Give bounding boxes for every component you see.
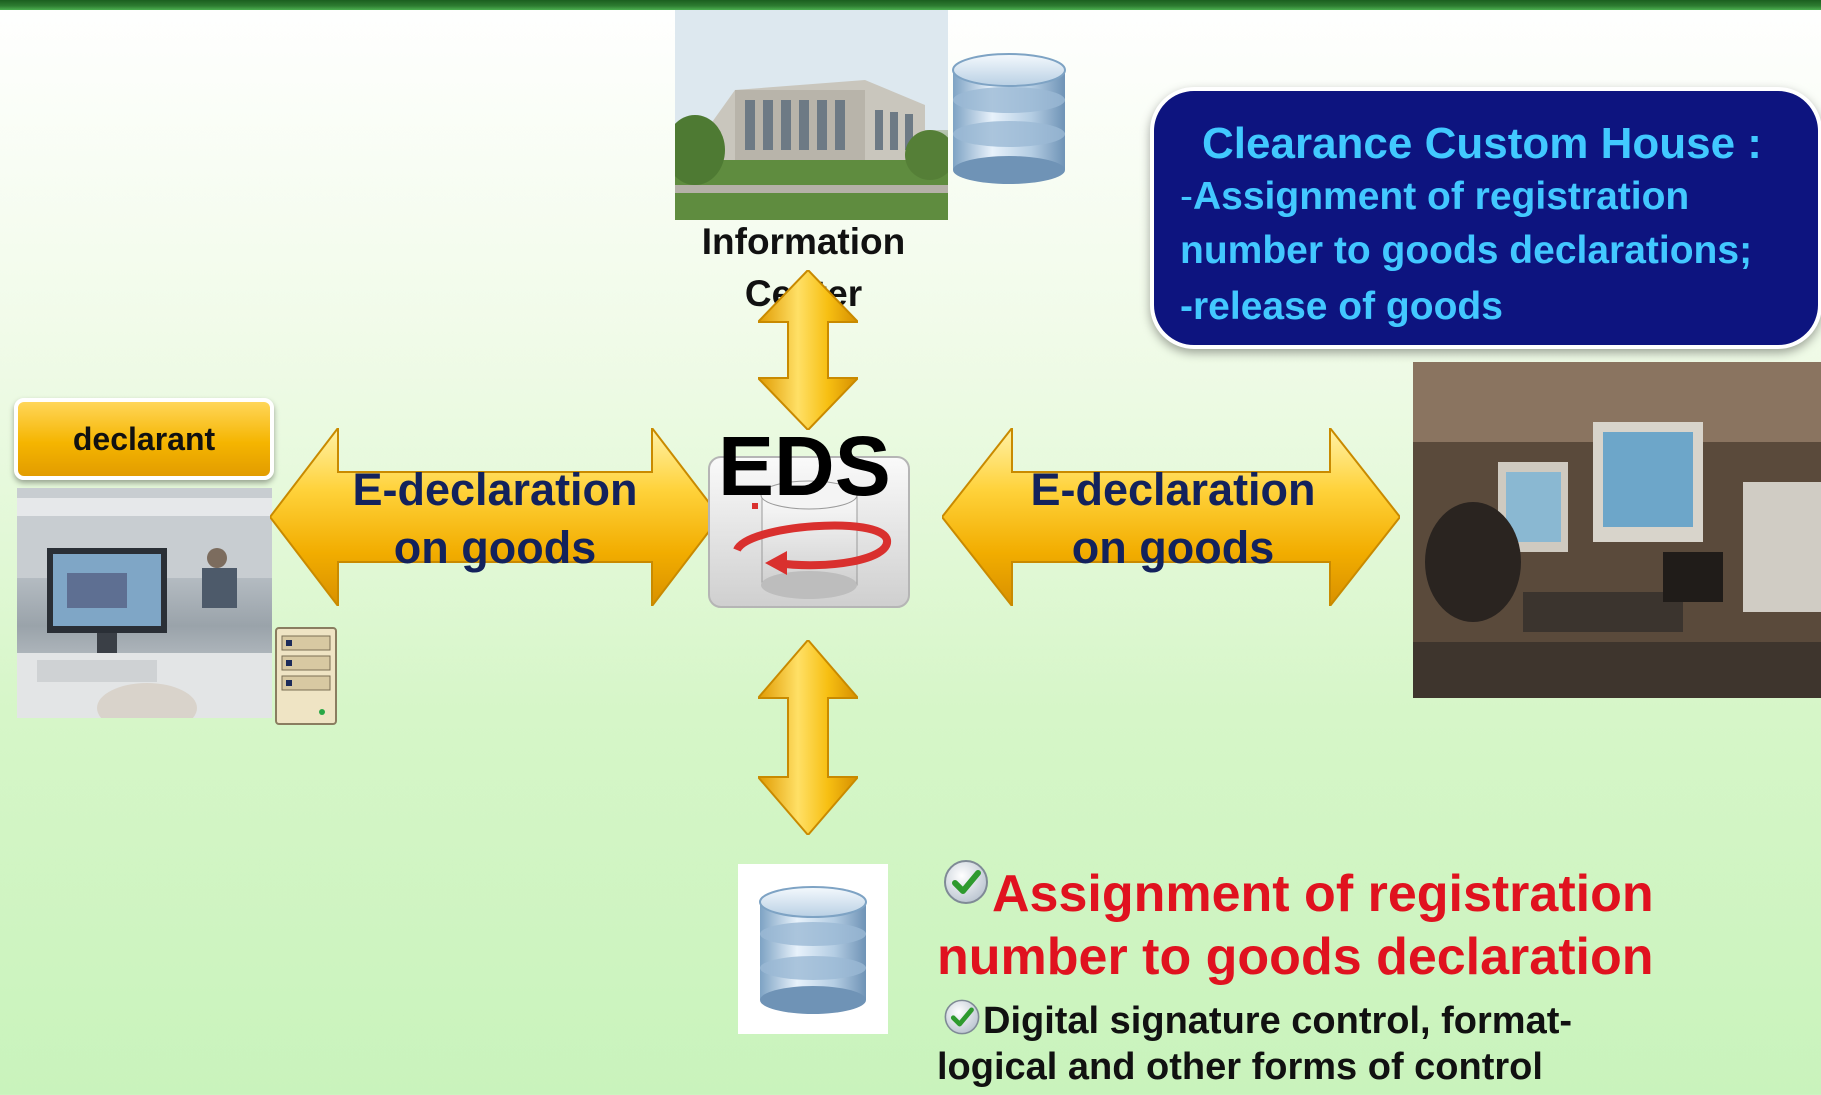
eds-label: EDS bbox=[718, 419, 891, 513]
server-icon bbox=[274, 626, 338, 726]
callout-title: Clearance Custom House : bbox=[1202, 119, 1762, 168]
check-icon bbox=[943, 998, 981, 1036]
arrow-info-eds bbox=[755, 268, 861, 432]
arrow-right-line2: on goods bbox=[1071, 522, 1275, 573]
check-icon bbox=[942, 858, 990, 906]
arrow-right-line1: E-declaration bbox=[1030, 464, 1316, 515]
customs-office-photo bbox=[1413, 362, 1821, 698]
top-border bbox=[0, 0, 1821, 10]
info-center-label-line1: Information bbox=[701, 221, 906, 262]
arrow-left-label: E-declaration on goods bbox=[330, 461, 660, 577]
arrow-right-label: E-declaration on goods bbox=[1008, 461, 1338, 577]
checklist-main-line1: Assignment of registration bbox=[992, 865, 1654, 923]
callout-line-3: -release of goods bbox=[1180, 285, 1503, 328]
callout-dash: - bbox=[1180, 175, 1193, 218]
clearance-custom-house-callout: Clearance Custom House : -Assignment of … bbox=[1150, 87, 1821, 349]
arrow-eds-database bbox=[755, 638, 861, 837]
database-icon bbox=[950, 48, 1075, 186]
callout-line-1: -Assignment of registration bbox=[1180, 175, 1689, 219]
checklist-note-line1: Digital signature control, format- bbox=[983, 1000, 1573, 1042]
sync-database-icon bbox=[707, 455, 912, 610]
arrow-left-line2: on goods bbox=[393, 522, 597, 573]
arrow-left-line1: E-declaration bbox=[352, 464, 638, 515]
declarant-office-photo bbox=[17, 488, 272, 718]
database-icon bbox=[738, 864, 888, 1034]
information-center-photo bbox=[675, 10, 948, 220]
checklist-note-line2: logical and other forms of control bbox=[937, 1046, 1543, 1088]
declarant-badge: declarant bbox=[14, 398, 274, 480]
callout-line-1-text: Assignment of registration bbox=[1193, 175, 1690, 218]
declarant-label: declarant bbox=[72, 420, 216, 457]
callout-line-2: number to goods declarations; bbox=[1180, 229, 1753, 272]
checklist-main-line2: number to goods declaration bbox=[937, 928, 1654, 986]
